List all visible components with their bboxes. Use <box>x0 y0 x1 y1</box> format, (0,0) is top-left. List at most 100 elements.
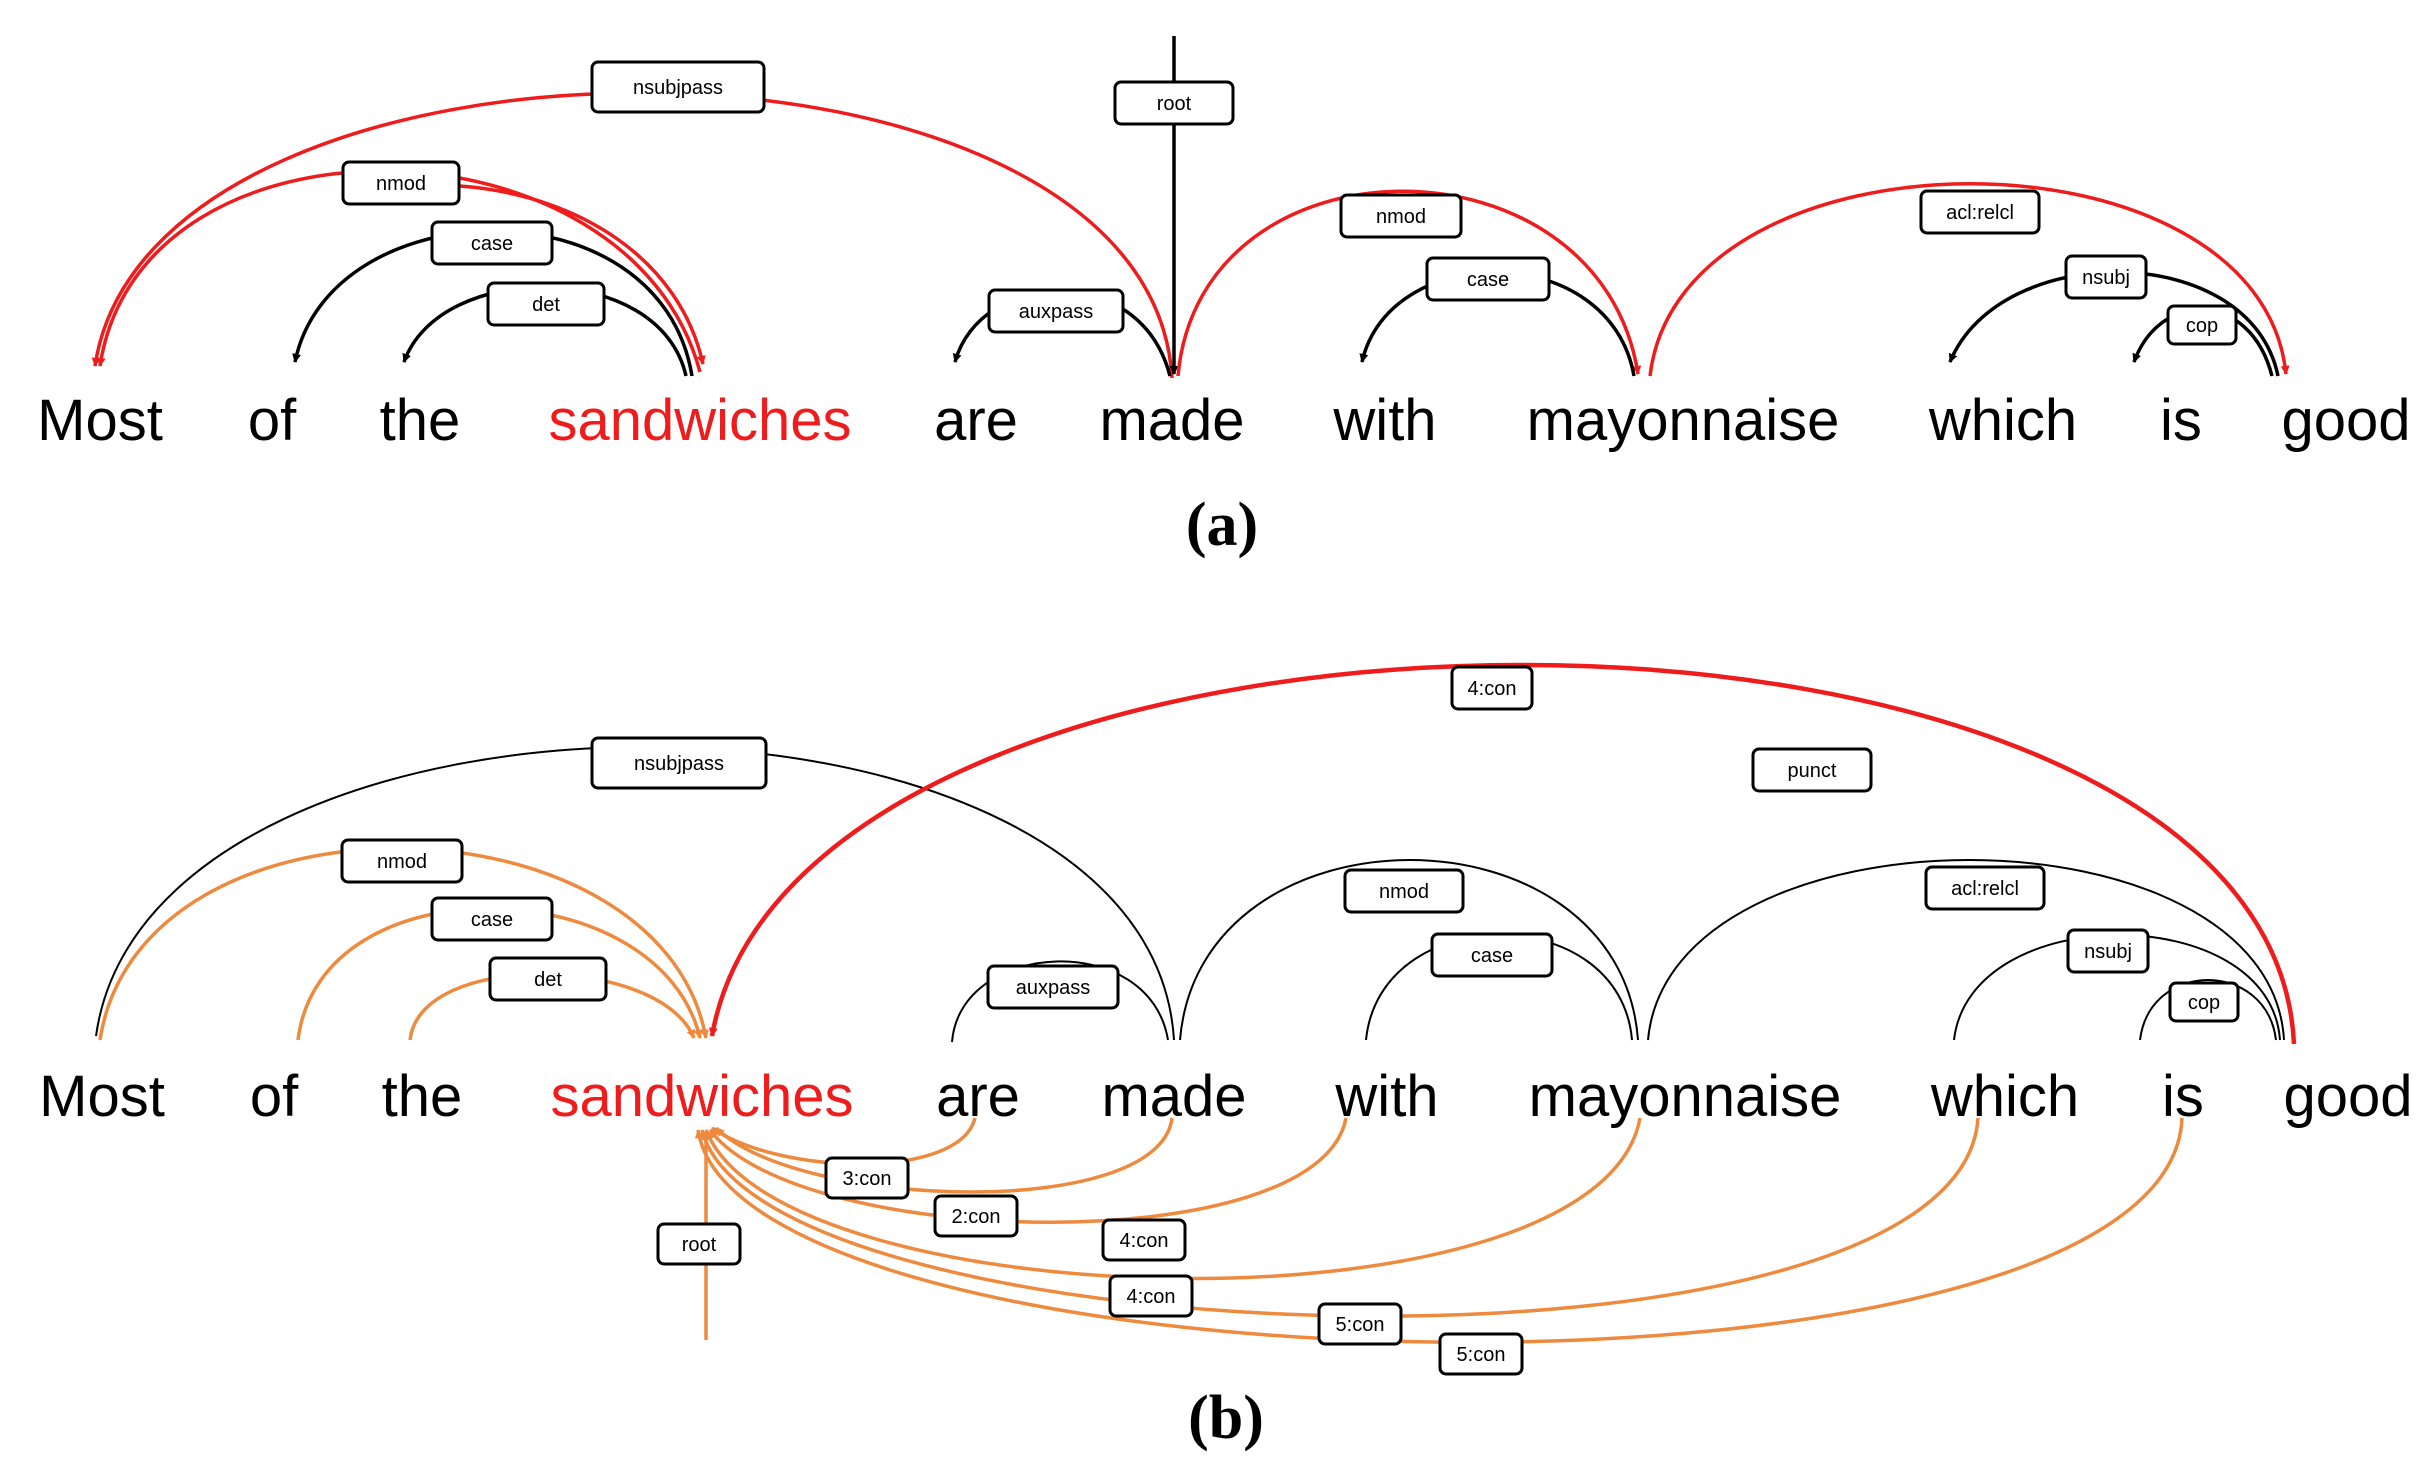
arc-b-auxpass <box>951 960 1169 1043</box>
arc-b-5con-which <box>699 1117 1980 1318</box>
svg-text:det: det <box>532 294 560 316</box>
label-a-aclrelcl: acl:relcl <box>1919 189 2041 235</box>
svg-text:case: case <box>1467 269 1509 291</box>
label-b-auxpass: auxpass <box>986 964 1120 1010</box>
label-b-nsubjpass: nsubjpass <box>590 736 768 790</box>
svg-text:4:con: 4:con <box>1120 1230 1169 1252</box>
arc-a-nmod-2 <box>459 184 706 365</box>
label-b-2con: 2:con <box>933 1194 1019 1238</box>
label-b-nmod: nmod <box>340 838 464 884</box>
word-b-are: are <box>936 1064 1020 1129</box>
svg-text:case: case <box>1471 945 1513 967</box>
arc-b-5con-is <box>694 1117 2184 1345</box>
label-b-4con-with: 4:con <box>1101 1218 1187 1262</box>
word-a-mayonnaise: mayonnaise <box>1527 388 1840 453</box>
svg-text:5:con: 5:con <box>1336 1314 1385 1336</box>
word-b-mayonnaise: mayonnaise <box>1529 1064 1842 1129</box>
svg-text:auxpass: auxpass <box>1016 977 1091 999</box>
label-a-case: case <box>430 220 554 266</box>
label-b-aclrelcl: acl:relcl <box>1924 865 2046 911</box>
word-b-most: Most <box>39 1064 165 1129</box>
word-b-is: is <box>2162 1064 2204 1129</box>
label-b-case: case <box>430 896 554 942</box>
panel-a-caption: (a) <box>1186 491 1258 559</box>
word-b-the: the <box>382 1064 463 1129</box>
svg-text:case: case <box>471 909 513 931</box>
arc-a-nsubjpass <box>91 91 1174 379</box>
label-a-nsubjpass: nsubjpass <box>590 60 766 114</box>
svg-text:punct: punct <box>1788 760 1837 782</box>
word-b-made: made <box>1101 1064 1246 1129</box>
svg-text:cop: cop <box>2188 992 2220 1014</box>
svg-text:acl:relcl: acl:relcl <box>1951 878 2019 900</box>
word-b-of: of <box>250 1064 299 1129</box>
word-a-is: is <box>2160 388 2202 453</box>
svg-text:5:con: 5:con <box>1457 1344 1506 1366</box>
panel-b: 4:con punct nsubjpass nmod case det auxp… <box>39 662 2413 1452</box>
label-b-root: root <box>656 1222 742 1266</box>
arc-b-2con <box>714 1117 1174 1194</box>
svg-text:case: case <box>471 233 513 255</box>
svg-text:4:con: 4:con <box>1127 1286 1176 1308</box>
label-b-case-2: case <box>1430 932 1554 978</box>
svg-text:nmod: nmod <box>376 173 426 195</box>
svg-text:nsubj: nsubj <box>2082 267 2130 289</box>
label-a-root: root <box>1113 80 1235 126</box>
label-b-5con-which: 5:con <box>1317 1302 1403 1346</box>
label-a-nmod: nmod <box>341 160 461 206</box>
label-b-4con-red: 4:con <box>1450 665 1534 711</box>
panel-b-caption: (b) <box>1188 1384 1264 1452</box>
svg-text:nsubjpass: nsubjpass <box>633 77 723 99</box>
svg-text:acl:relcl: acl:relcl <box>1946 202 2014 224</box>
svg-text:3:con: 3:con <box>843 1168 892 1190</box>
word-a-are: are <box>934 388 1018 453</box>
label-b-nsubj: nsubj <box>2066 928 2150 974</box>
word-b-good: good <box>2283 1064 2412 1129</box>
label-a-case-2: case <box>1425 256 1551 302</box>
label-b-punct: punct <box>1751 747 1873 793</box>
svg-text:root: root <box>682 1234 717 1256</box>
svg-text:2:con: 2:con <box>952 1206 1001 1228</box>
label-a-nsubj: nsubj <box>2064 254 2148 300</box>
arc-b-cop <box>2139 979 2277 1041</box>
svg-text:nsubjpass: nsubjpass <box>634 753 724 775</box>
arc-b-aclrelcl <box>1647 859 2285 1041</box>
label-a-det: det <box>486 281 606 327</box>
word-a-sandwiches: sandwiches <box>548 388 851 453</box>
svg-text:cop: cop <box>2186 315 2218 337</box>
label-a-cop: cop <box>2166 304 2238 346</box>
label-a-auxpass: auxpass <box>987 288 1125 334</box>
label-b-3con: 3:con <box>824 1156 910 1200</box>
word-a-with: with <box>1332 388 1436 453</box>
arc-a-nmod-3 <box>1176 189 1642 377</box>
word-b-with: with <box>1334 1064 1438 1129</box>
svg-text:nmod: nmod <box>377 851 427 873</box>
label-b-5con-is: 5:con <box>1438 1332 1524 1376</box>
word-a-the: the <box>380 388 461 453</box>
svg-text:auxpass: auxpass <box>1019 301 1094 323</box>
word-a-of: of <box>248 388 297 453</box>
label-b-nmod-2: nmod <box>1343 868 1465 914</box>
word-a-good: good <box>2281 388 2410 453</box>
label-a-nmod-2: nmod <box>1339 193 1463 239</box>
arc-a-aclrelcl <box>1648 182 2290 377</box>
svg-text:4:con: 4:con <box>1468 678 1517 700</box>
label-b-cop: cop <box>2168 981 2240 1023</box>
arc-b-nmod <box>1179 859 1639 1041</box>
svg-text:det: det <box>534 969 562 991</box>
label-b-4con-mayo: 4:con <box>1108 1274 1194 1318</box>
word-b-which: which <box>1930 1064 2079 1129</box>
label-b-det: det <box>488 956 608 1002</box>
svg-text:nmod: nmod <box>1376 206 1426 228</box>
word-a-most: Most <box>37 388 163 453</box>
word-a-made: made <box>1099 388 1244 453</box>
panel-a: nsubjpass nmod case det root auxpass nmo… <box>37 36 2411 559</box>
word-b-sandwiches: sandwiches <box>550 1064 853 1129</box>
svg-text:root: root <box>1157 93 1192 115</box>
arc-b-4con-red <box>709 662 2297 1045</box>
svg-text:nmod: nmod <box>1379 881 1429 903</box>
arc-b-4con-with <box>708 1117 1348 1224</box>
svg-text:nsubj: nsubj <box>2084 941 2132 963</box>
word-a-which: which <box>1928 388 2077 453</box>
